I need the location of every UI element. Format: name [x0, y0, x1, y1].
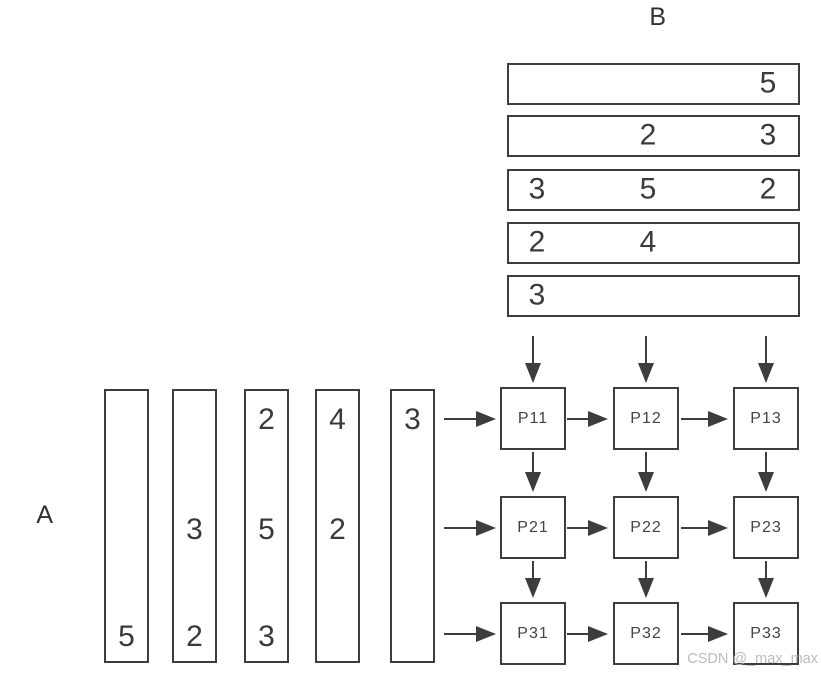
- matrix-a-value: 3: [258, 620, 275, 653]
- matrix-a-value: 5: [258, 513, 275, 546]
- pe-box-p31: P31: [500, 602, 566, 665]
- matrix-a-value: 2: [329, 513, 346, 546]
- matrix-b-value: 3: [528, 278, 546, 312]
- pe-box-p22: P22: [613, 496, 679, 559]
- pe-label: P13: [750, 409, 782, 427]
- matrix-b-value: 5: [759, 66, 777, 100]
- watermark: CSDN @_max_max: [687, 651, 818, 667]
- matrix-b-value: 4: [639, 225, 657, 259]
- pe-label: P22: [630, 518, 662, 536]
- pe-box-p11: P11: [500, 387, 566, 450]
- matrix-b-value: 2: [759, 172, 777, 206]
- matrix-b-bar-5: 3: [507, 275, 800, 317]
- matrix-a-bar-5: 3: [390, 389, 435, 663]
- matrix-b-value: 2: [639, 118, 657, 152]
- pe-box-p12: P12: [613, 387, 679, 450]
- pe-box-p33: P33: [733, 602, 799, 665]
- matrix-b-value: 3: [528, 172, 546, 206]
- pe-label: P33: [750, 624, 782, 642]
- matrix-a-bar-3: 2 5 3: [244, 389, 289, 663]
- matrix-b-bar-3: 3 5 2: [507, 169, 800, 211]
- pe-label: P11: [517, 409, 549, 427]
- matrix-a-value: 2: [258, 403, 275, 436]
- matrix-b-value: 3: [759, 118, 777, 152]
- matrix-b-value: 5: [639, 172, 657, 206]
- pe-label: P12: [630, 409, 662, 427]
- matrix-a-value: 2: [186, 620, 203, 653]
- matrix-a-value: 3: [186, 513, 203, 546]
- pe-label: P21: [517, 518, 549, 536]
- pe-label: P31: [517, 624, 549, 642]
- matrix-a-value: 3: [404, 403, 421, 436]
- matrix-b-bar-1: 5: [507, 63, 800, 105]
- matrix-a-bar-1: 5: [104, 389, 149, 663]
- matrix-b-value: 2: [528, 225, 546, 259]
- pe-box-p23: P23: [733, 496, 799, 559]
- pe-box-p21: P21: [500, 496, 566, 559]
- matrix-a-label: A: [36, 501, 54, 529]
- pe-box-p32: P32: [613, 602, 679, 665]
- pe-label: P32: [630, 624, 662, 642]
- matrix-a-value: 5: [118, 620, 135, 653]
- pe-label: P23: [750, 518, 782, 536]
- pe-box-p13: P13: [733, 387, 799, 450]
- matrix-b-label: B: [649, 3, 667, 31]
- matrix-a-value: 4: [329, 403, 346, 436]
